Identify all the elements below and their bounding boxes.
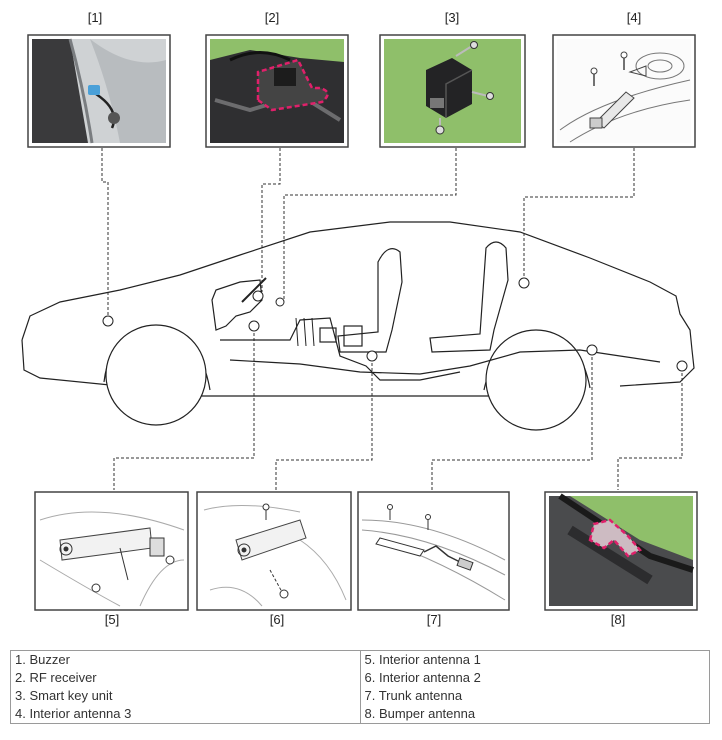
leader-line-4 [523,148,635,282]
marker-interior-antenna-1 [248,320,260,332]
photo-interior-antenna-2 [196,491,352,611]
marker-buzzer [102,315,114,327]
legend-item-5: 5. Interior antenna 1 [364,652,481,667]
car-outline [21,221,695,431]
callout-label-4: [4] [627,10,641,25]
leader-line-8 [617,368,683,490]
callout-label-3: [3] [445,10,459,25]
photo-interior-antenna-3 [552,34,696,148]
rear-wheel [485,329,587,431]
marker-smart-key-unit [275,297,285,307]
front-wheel [105,324,207,426]
photo-interior-antenna-1 [34,491,189,611]
photo-bumper-antenna [544,491,698,611]
photo-trunk-antenna [357,491,510,611]
callout-label-2: [2] [265,10,279,25]
leader-line-2 [261,148,281,292]
marker-interior-antenna-2 [366,350,378,362]
legend-item-2: 2. RF receiver [15,670,97,685]
legend-cell-left: 1. Buzzer 2. RF receiver 3. Smart key un… [10,650,361,724]
marker-rf-receiver [252,290,264,302]
component-location-diagram: [1] [2] [3] [4] [5] [6] [7] [8] [21,10,698,627]
legend-row: 1. Buzzer 2. RF receiver 3. Smart key un… [10,650,710,724]
photo-rf-receiver [205,34,349,148]
leader-line-3 [283,148,457,300]
legend-cell-right: 5. Interior antenna 1 6. Interior antenn… [359,650,710,724]
legend-item-8: 8. Bumper antenna [364,706,476,721]
leader-line-5 [113,328,255,490]
component-markers [102,277,688,372]
buzzer-connector-icon [88,85,100,95]
leader-line-7 [431,352,593,490]
front-seat [337,248,403,353]
callout-label-6: [6] [270,612,284,627]
leader-line-1 [101,148,109,320]
marker-trunk-antenna [586,344,598,356]
legend-item-1: 1. Buzzer [15,652,70,667]
legend-item-6: 6. Interior antenna 2 [364,670,481,685]
legend-item-4: 4. Interior antenna 3 [15,706,132,721]
legend-item-7: 7. Trunk antenna [364,688,463,703]
leader-lines [101,148,683,490]
callout-label-5: [5] [105,612,119,627]
dashboard [211,279,263,331]
callout-label-8: [8] [611,612,625,627]
callout-label-1: [1] [88,10,102,25]
leader-line-6 [275,358,373,490]
photo-buzzer [27,34,171,148]
bumper-antenna-highlight [588,518,642,558]
rear-seat [429,241,509,353]
marker-bumper-antenna [676,360,688,372]
photo-smart-key-unit [379,34,526,148]
marker-interior-antenna-3 [518,277,530,289]
component-legend-table: 1. Buzzer 2. RF receiver 3. Smart key un… [10,650,710,724]
legend-item-3: 3. Smart key unit [15,688,113,703]
callout-label-7: [7] [427,612,441,627]
